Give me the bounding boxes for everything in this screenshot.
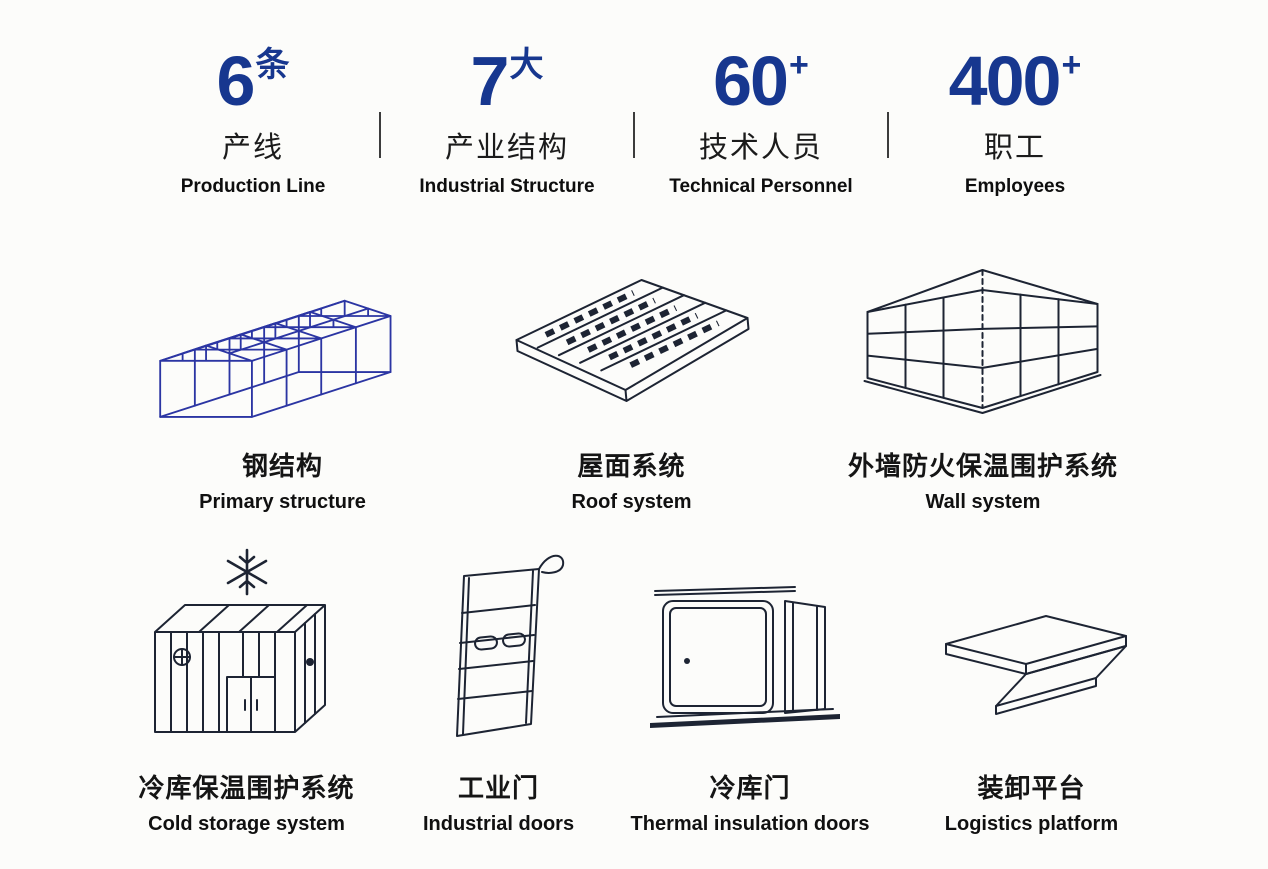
product-label-en: Primary structure: [199, 491, 366, 513]
stat-label-en: Industrial Structure: [419, 176, 595, 197]
product-cold-storage: 冷库保温围护系统 Cold storage system: [127, 540, 367, 836]
stat-label-zh: 产线: [221, 132, 284, 164]
stat-label-en: Employees: [964, 176, 1066, 197]
product-label-en: Logistics platform: [944, 813, 1119, 835]
product-label-en: Cold storage system: [148, 813, 345, 835]
products-row-2: 冷库保温围护系统 Cold storage system 工业门 Indust: [0, 540, 1268, 836]
stat-number-suffix: 条: [255, 46, 290, 84]
stat-divider: [887, 112, 889, 158]
steel-structure-icon: [150, 238, 415, 430]
stat-number: 60 +: [713, 46, 809, 116]
product-primary-structure: 钢结构 Primary structure: [150, 238, 415, 514]
stat-employees: 400 + 职工 Employees: [889, 46, 1141, 198]
stat-label-en: Technical Personnel: [669, 176, 853, 197]
product-label-zh: 屋面系统: [577, 451, 686, 481]
product-roof-system: 屋面系统 Roof system: [499, 238, 764, 514]
stat-number-value: 7: [470, 42, 510, 120]
product-label-en: Thermal insulation doors: [630, 813, 870, 835]
stats-row: 6 条 产线 Production Line 7 大 产业结构 Industri…: [0, 46, 1268, 198]
stat-number-suffix: +: [1061, 46, 1082, 84]
product-label-zh: 外墙防火保温围护系统: [847, 451, 1118, 481]
product-label-en: Roof system: [571, 491, 692, 513]
stat-number: 6 条: [217, 46, 290, 116]
stat-number-suffix: +: [789, 46, 809, 84]
product-label-en: Industrial doors: [422, 813, 575, 835]
product-label-zh: 冷库保温围护系统: [138, 773, 355, 803]
stat-number-suffix: 大: [509, 46, 544, 84]
industrial-door-icon: [419, 540, 579, 752]
product-label-zh: 工业门: [458, 773, 540, 803]
stat-industrial-structure: 7 大 产业结构 Industrial Structure: [381, 46, 633, 198]
stat-label-zh: 职工: [983, 132, 1046, 164]
stat-number: 7 大: [471, 46, 544, 116]
product-wall-system: 外墙防火保温围护系统 Wall system: [848, 238, 1118, 514]
thermal-insulation-door-icon: [635, 540, 865, 752]
stat-number-value: 400: [948, 42, 1062, 120]
roof-system-icon: [499, 238, 764, 430]
stat-label-zh: 产业结构: [444, 132, 569, 164]
product-thermal-insulation-door: 冷库门 Thermal insulation doors: [630, 540, 870, 836]
products-row-1: 钢结构 Primary structure 屋面系统 Roof syste: [0, 238, 1268, 514]
stat-technical-personnel: 60 + 技术人员 Technical Personnel: [635, 46, 887, 198]
product-label-en: Wall system: [925, 491, 1041, 513]
stat-divider: [633, 112, 635, 158]
stat-number: 400 +: [949, 46, 1082, 116]
product-logistics-platform: 装卸平台 Logistics platform: [921, 540, 1141, 836]
cold-storage-icon: [127, 540, 367, 752]
product-label-zh: 钢结构: [241, 451, 323, 481]
stat-label-en: Production Line: [180, 176, 326, 197]
stat-number-value: 60: [713, 42, 789, 120]
product-industrial-door: 工业门 Industrial doors: [419, 540, 579, 836]
product-label-zh: 装卸平台: [977, 773, 1086, 803]
wall-system-icon: [850, 238, 1115, 430]
stat-production-line: 6 条 产线 Production Line: [127, 46, 379, 198]
logistics-platform-icon: [921, 540, 1141, 752]
stat-number-value: 6: [216, 42, 256, 120]
stat-label-zh: 技术人员: [698, 132, 823, 164]
stat-divider: [379, 112, 381, 158]
product-label-zh: 冷库门: [709, 773, 791, 803]
